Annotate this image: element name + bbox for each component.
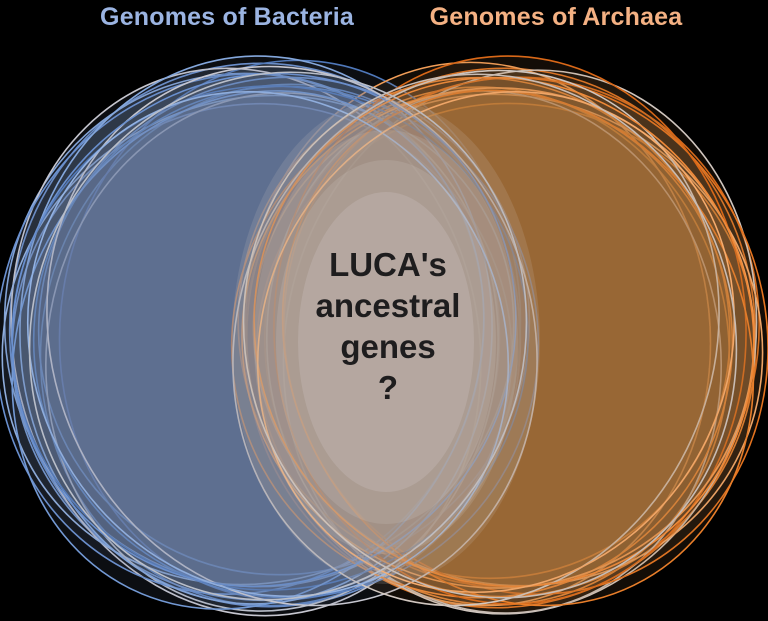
center-label-line-2: ancestral xyxy=(315,287,461,324)
archaea-genome-ellipse xyxy=(242,73,738,599)
bacteria-genome-ellipse xyxy=(10,67,482,617)
bacteria-genome-ellipse xyxy=(32,85,540,599)
center-label-question-mark: ? xyxy=(377,369,399,406)
archaea-genome-ellipse xyxy=(252,93,764,587)
overlap-highlight-layer xyxy=(232,100,540,584)
archaea-set-title: Genomes of Archaea xyxy=(429,3,683,31)
bacteria-genome-ellipse xyxy=(39,83,521,607)
overlap-highlight-layer xyxy=(254,130,518,554)
center-label: LUCA's ancestral genes ? xyxy=(316,244,461,408)
archaea-genome-ellipse xyxy=(256,90,736,594)
bacteria-genome-ellipse xyxy=(45,92,499,612)
bacteria-set-title: Genomes of Bacteria xyxy=(100,3,354,31)
bacteria-genome-ellipse xyxy=(26,90,510,598)
bacteria-genome-ellipse xyxy=(46,65,538,607)
bacteria-genome-ellipse xyxy=(28,71,528,601)
center-label-line-3: genes xyxy=(340,328,436,365)
archaea-genome-ellipse xyxy=(266,90,722,614)
bacteria-genome-ellipse xyxy=(19,55,493,605)
archaea-genome-ellipse xyxy=(232,69,720,607)
bacteria-genome-ellipse xyxy=(11,90,485,610)
overlap-highlight-layer xyxy=(276,160,496,524)
center-label-line-1: LUCA's xyxy=(329,246,447,283)
overlap-highlight-layer xyxy=(298,192,474,492)
